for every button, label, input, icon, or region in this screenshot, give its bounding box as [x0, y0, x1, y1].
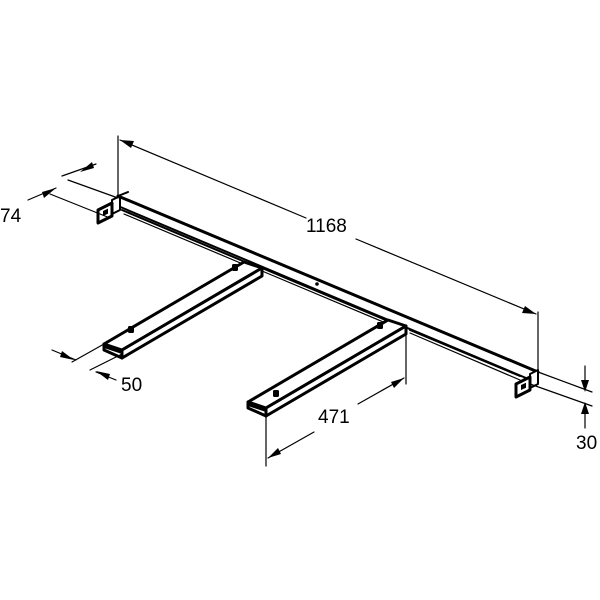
bracket-right: [514, 369, 539, 399]
bracket-left: [96, 195, 121, 225]
dimension-overall-length: [117, 135, 539, 373]
dimension-arm-width: [51, 343, 123, 381]
label-depth: 74: [0, 206, 22, 227]
main-beam: [116, 191, 540, 381]
dimension-arm-length: [265, 329, 407, 467]
arm-right: [246, 318, 408, 418]
arm-left: [102, 260, 264, 360]
dimension-depth: [27, 162, 119, 219]
label-height: 30: [576, 433, 598, 454]
label-arm-width: 50: [121, 375, 143, 396]
label-arm-length: 471: [318, 407, 350, 428]
dimension-height: [529, 365, 593, 429]
label-overall-length: 1168: [306, 216, 347, 237]
